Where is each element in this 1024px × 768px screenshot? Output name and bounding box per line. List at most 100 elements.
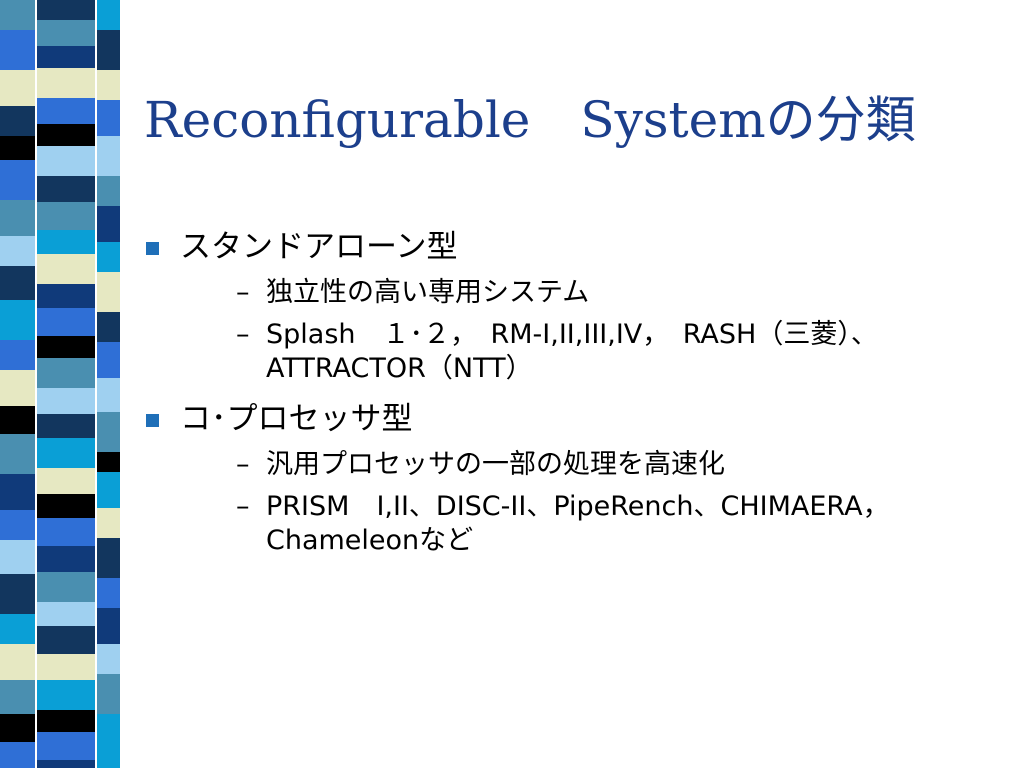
- stripe-block: [0, 0, 36, 30]
- stripe-block: [36, 654, 96, 680]
- stripe-block: [0, 266, 36, 300]
- stripe-block: [36, 388, 96, 414]
- stripe-block: [0, 370, 36, 406]
- stripe-block: [0, 510, 36, 540]
- stripe-pattern: [0, 0, 120, 768]
- stripe-block: [0, 742, 36, 768]
- stripe-block: [36, 146, 96, 176]
- stripe-separator: [95, 0, 97, 768]
- stripe-block: [96, 378, 120, 412]
- stripe-block: [0, 574, 36, 614]
- stripe-block: [96, 412, 120, 452]
- stripe-block: [0, 106, 36, 136]
- stripe-block: [0, 540, 36, 574]
- stripe-block: [36, 494, 96, 518]
- stripe-block: [96, 750, 120, 768]
- stripe-block: [0, 136, 36, 160]
- stripe-block: [36, 468, 96, 494]
- stripe-block: [0, 434, 36, 474]
- bullet-text: コ･プロセッサ型: [180, 401, 413, 437]
- stripe-block: [0, 406, 36, 434]
- stripe-block: [36, 0, 96, 20]
- stripe-block: [0, 300, 36, 340]
- stripe-block: [96, 608, 120, 644]
- sub-bullet-list: – 独立性の高い専用システム – Splash １･２， RM-I,II,III…: [180, 276, 1000, 386]
- stripe-block: [96, 644, 120, 674]
- stripe-block: [36, 98, 96, 124]
- sub-bullet-item: – Splash １･２， RM-I,II,III,IV， RASH（三菱）、A…: [180, 318, 1000, 386]
- stripe-block: [36, 308, 96, 336]
- stripe-block: [96, 674, 120, 714]
- dash-bullet-icon: –: [236, 277, 250, 308]
- stripe-block: [36, 284, 96, 308]
- bullet-item-standalone: スタンドアローン型 – 独立性の高い専用システム – Splash １･２， R…: [140, 222, 1000, 386]
- sub-bullet-item: – 汎用プロセッサの一部の処理を高速化: [180, 448, 1000, 482]
- stripe-block: [96, 472, 120, 508]
- stripe-block: [36, 230, 96, 254]
- stripe-block: [0, 644, 36, 680]
- stripe-block: [36, 626, 96, 654]
- stripe-block: [36, 336, 96, 358]
- stripe-block: [96, 136, 120, 176]
- stripe-block: [36, 572, 96, 602]
- square-bullet-icon: [146, 242, 159, 255]
- stripe-block: [36, 414, 96, 438]
- stripe-block: [36, 176, 96, 202]
- stripe-block: [96, 0, 120, 30]
- stripe-block: [96, 30, 120, 70]
- stripe-block: [0, 236, 36, 266]
- bullet-item-coprocessor: コ･プロセッサ型 – 汎用プロセッサの一部の処理を高速化 – PRISM I,I…: [140, 394, 1000, 558]
- stripe-block: [96, 272, 120, 312]
- bullet-text: スタンドアローン型: [180, 229, 458, 265]
- stripe-block: [36, 710, 96, 732]
- stripe-block: [96, 342, 120, 378]
- stripe-block: [36, 254, 96, 284]
- stripe-block: [36, 732, 96, 760]
- stripe-block: [96, 578, 120, 608]
- stripe-block: [36, 438, 96, 468]
- stripe-block: [96, 70, 120, 100]
- sub-bullet-text: Splash １･２， RM-I,II,III,IV， RASH（三菱）、ATT…: [266, 319, 878, 384]
- decorative-stripe-strip: [0, 0, 120, 768]
- sub-bullet-item: – PRISM I,II、DISC-II、PipeRench、CHIMAERA，…: [180, 490, 1000, 558]
- stripe-block: [36, 68, 96, 98]
- stripe-block: [0, 340, 36, 370]
- stripe-block: [96, 538, 120, 578]
- sub-bullet-item: – 独立性の高い専用システム: [180, 276, 1000, 310]
- dash-bullet-icon: –: [236, 319, 250, 350]
- sub-bullet-list: – 汎用プロセッサの一部の処理を高速化 – PRISM I,II、DISC-II…: [180, 448, 1000, 558]
- stripe-block: [0, 714, 36, 742]
- stripe-block: [96, 176, 120, 206]
- stripe-block: [96, 714, 120, 750]
- dash-bullet-icon: –: [236, 449, 250, 480]
- stripe-block: [0, 30, 36, 70]
- stripe-block: [96, 242, 120, 272]
- stripe-block: [36, 20, 96, 46]
- slide-title: Reconfigurable Systemの分類: [144, 91, 916, 149]
- square-bullet-icon: [146, 414, 159, 427]
- stripe-block: [36, 546, 96, 572]
- stripe-block: [0, 200, 36, 236]
- stripe-block: [36, 202, 96, 230]
- stripe-separator: [35, 0, 37, 768]
- stripe-block: [96, 100, 120, 136]
- stripe-block: [36, 760, 96, 768]
- stripe-block: [36, 680, 96, 710]
- stripe-block: [96, 312, 120, 342]
- dash-bullet-icon: –: [236, 491, 250, 522]
- stripe-block: [36, 358, 96, 388]
- stripe-block: [0, 70, 36, 106]
- stripe-block: [36, 46, 96, 68]
- stripe-block: [36, 518, 96, 546]
- stripe-block: [36, 602, 96, 626]
- stripe-block: [0, 160, 36, 200]
- sub-bullet-text: PRISM I,II、DISC-II、PipeRench、CHIMAERA，Ch…: [266, 491, 890, 556]
- stripe-block: [96, 508, 120, 538]
- stripe-block: [0, 474, 36, 510]
- stripe-block: [0, 680, 36, 714]
- sub-bullet-text: 汎用プロセッサの一部の処理を高速化: [266, 449, 725, 480]
- stripe-block: [96, 206, 120, 242]
- bullet-list: スタンドアローン型 – 独立性の高い専用システム – Splash １･２， R…: [140, 222, 1000, 662]
- sub-bullet-text: 独立性の高い専用システム: [266, 277, 590, 308]
- stripe-block: [0, 614, 36, 644]
